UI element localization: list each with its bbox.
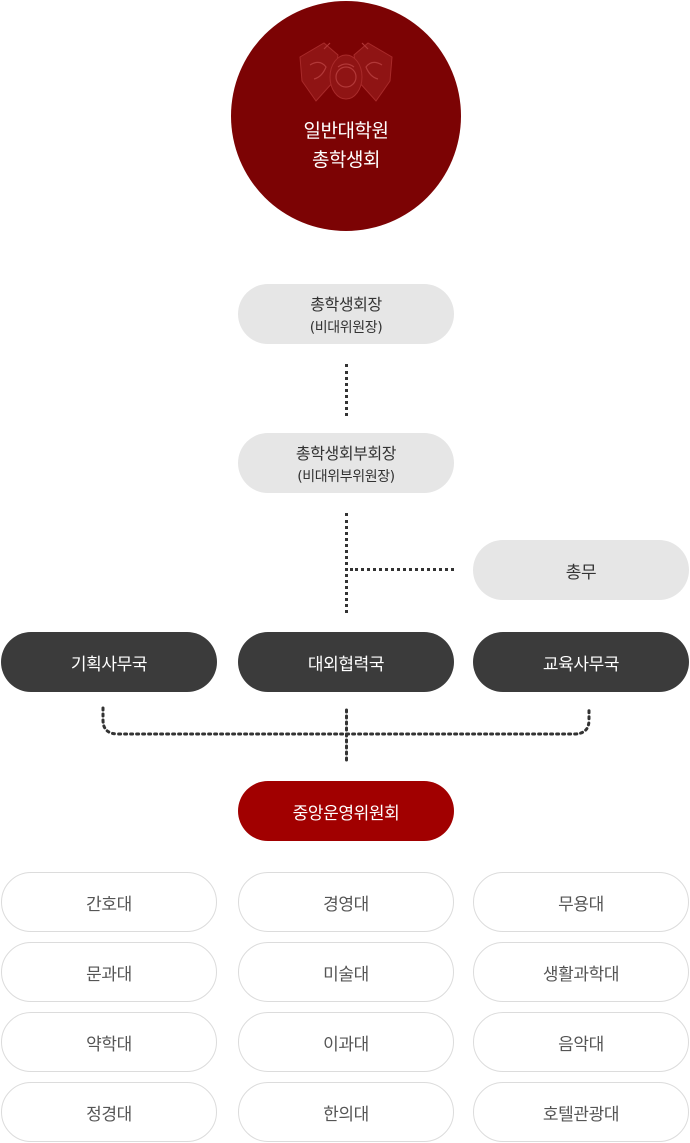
committee-node: 중앙운영위원회 [238,781,454,841]
committee-label: 중앙운영위원회 [292,803,400,824]
president-title: 총학생회장 [310,295,382,314]
college-pharmacy: 약학대 [1,1012,217,1072]
college-dance: 무용대 [473,872,689,932]
college-label: 문과대 [86,964,132,985]
general-affairs-node: 총무 [473,540,689,600]
college-korean-medicine: 한의대 [238,1082,454,1142]
college-human-ecology: 생활과학대 [473,942,689,1002]
college-politics-economics: 정경대 [1,1082,217,1142]
college-label: 생활과학대 [542,964,620,985]
bureau-external: 대외협력국 [238,632,454,692]
bureau-planning-label: 기획사무국 [70,654,148,675]
college-label: 간호대 [86,894,132,915]
connector-vice-bureau [345,513,348,613]
bureau-external-label: 대외협력국 [307,654,385,675]
college-label: 미술대 [323,964,369,985]
org-title-line1: 일반대학원 [303,120,389,142]
president-subtitle: (비대위원장) [309,320,383,336]
college-nursing: 간호대 [1,872,217,932]
college-label: 호텔관광대 [542,1104,620,1125]
college-label: 무용대 [558,894,604,915]
connector-president-vice [345,364,348,416]
bureau-education: 교육사무국 [473,632,689,692]
president-node: 총학생회장 (비대위원장) [238,284,454,344]
college-label: 약학대 [86,1034,132,1055]
bureau-planning: 기획사무국 [1,632,217,692]
college-arts: 미술대 [238,942,454,1002]
vice-president-title: 총학생회부회장 [295,444,397,463]
college-music: 음악대 [473,1012,689,1072]
org-title-line2: 총학생회 [312,149,380,171]
general-affairs-label: 총무 [565,562,597,583]
college-humanities: 문과대 [1,942,217,1002]
college-business: 경영대 [238,872,454,932]
college-label: 음악대 [558,1034,604,1055]
college-hotel-tourism: 호텔관광대 [473,1082,689,1142]
vice-president-node: 총학생회부회장 (비대위부위원장) [238,433,454,493]
college-label: 이과대 [323,1034,369,1055]
university-seal-icon [299,42,393,102]
college-label: 정경대 [86,1104,132,1125]
connector-general-affairs [350,568,454,571]
college-label: 한의대 [323,1104,369,1125]
college-science: 이과대 [238,1012,454,1072]
vice-president-subtitle: (비대위부위원장) [297,469,395,485]
college-label: 경영대 [323,894,369,915]
org-top-circle: 일반대학원 총학생회 [231,1,461,231]
bureau-education-label: 교육사무국 [542,654,620,675]
